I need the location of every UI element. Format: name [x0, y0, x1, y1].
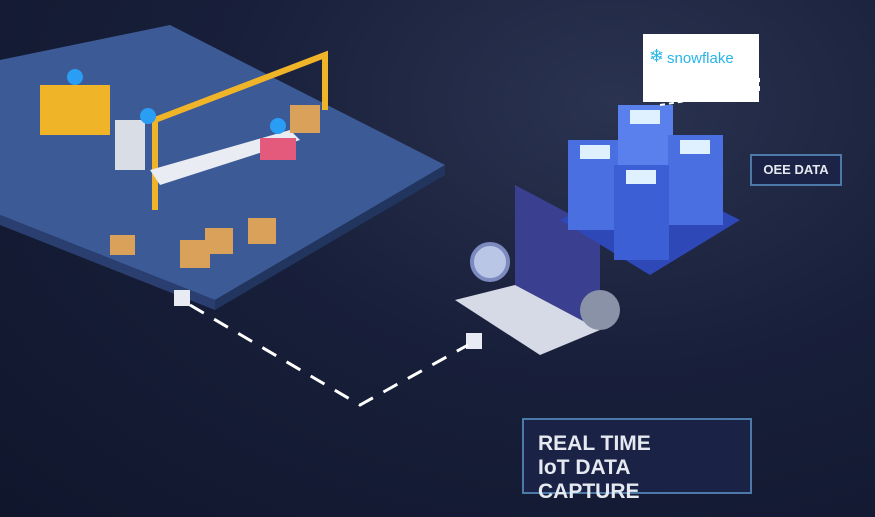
realtime-line1: REAL TIME: [538, 432, 651, 455]
snowflake-logo-text: snowflake: [667, 50, 734, 67]
snowflake-logo-card: ❄ snowflake: [643, 34, 759, 102]
gear-icon: [580, 290, 620, 330]
snowflake-icon: ❄: [649, 46, 665, 66]
factory-floor: [0, 25, 445, 310]
server-cluster: [560, 105, 740, 275]
data-connection-line: [189, 303, 469, 407]
realtime-line2: IoT DATA CAPTURE: [538, 456, 640, 503]
realtime-iot-label: REAL TIME IoT DATA CAPTURE: [522, 418, 752, 503]
iot-sensor: [466, 333, 482, 349]
iot-sensor: [174, 290, 190, 306]
oee-data-label: OEE DATA: [750, 154, 842, 186]
magnifier-icon: [470, 242, 510, 282]
